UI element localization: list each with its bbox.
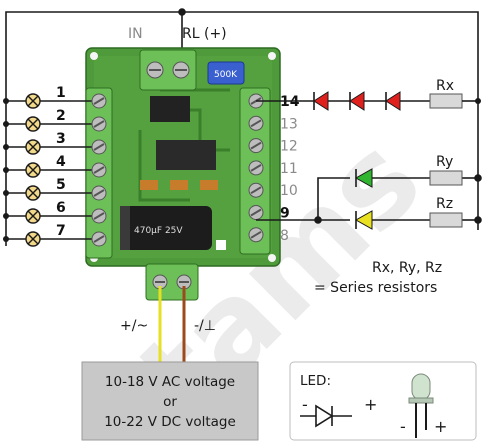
terminal-power	[145, 263, 199, 301]
power-wires	[158, 286, 186, 362]
output-row-right-12: 12	[248, 138, 298, 155]
led-legend-box	[289, 361, 477, 441]
output-row-left-1: 1	[3, 85, 107, 109]
screw-terminal	[91, 139, 107, 155]
led-red-3	[385, 91, 401, 111]
svg-text:470µF 25V: 470µF 25V	[134, 226, 183, 236]
output-label-left-3: 3	[56, 131, 66, 147]
output-label-right-12: 12	[280, 139, 298, 155]
lamp-icon	[25, 116, 41, 132]
led-schematic-icon	[315, 404, 334, 428]
minus-ground-label: -/⊥	[194, 318, 216, 334]
screw-terminal	[91, 93, 107, 109]
output-row-right-13: 13	[248, 115, 298, 132]
in-label: IN	[128, 26, 143, 42]
svg-text:500K: 500K	[214, 70, 238, 80]
screw-terminal	[91, 185, 107, 201]
lamp-icon	[25, 93, 41, 109]
left-output-group: 1 2 3 4 5 6 7	[3, 85, 107, 247]
output-label-left-4: 4	[56, 154, 66, 170]
top-common-wire	[5, 8, 479, 246]
ic-chip	[150, 96, 190, 122]
power-line3: 10-22 V DC voltage	[104, 414, 236, 430]
screw-terminal	[91, 208, 107, 224]
output-row-left-5: 5	[3, 177, 107, 201]
screw-terminal	[248, 227, 264, 243]
screw-terminal	[248, 138, 264, 154]
screw-terminal	[248, 205, 264, 220]
output-label-right-8: 8	[280, 228, 289, 244]
blue-potentiometer	[207, 61, 245, 85]
capacitor: 470µF 25V	[120, 206, 212, 250]
lamp-icon	[25, 208, 41, 224]
series-legend-line1: Rx, Ry, Rz	[372, 260, 442, 276]
led-yellow	[354, 210, 373, 230]
screw-terminal	[248, 182, 264, 198]
series-legend-line2: = Series resistors	[314, 280, 437, 296]
led-red-2	[349, 91, 365, 111]
plus-ac-label: +/~	[120, 318, 148, 334]
screw-terminal	[91, 162, 107, 178]
output-row-right-8: 8	[248, 227, 289, 244]
output-label-right-13: 13	[280, 116, 298, 132]
led-plus-label: +	[364, 395, 377, 414]
screw-terminal	[248, 115, 264, 131]
lamp-icon	[25, 162, 41, 178]
lamp-icon	[25, 139, 41, 155]
power-line2: or	[163, 394, 177, 410]
screw-terminal	[248, 160, 264, 176]
resistor-rx	[429, 93, 463, 109]
output-label-right-11: 11	[280, 161, 298, 177]
output-label-right-14: 14	[280, 94, 300, 110]
led-legend-title: LED:	[300, 373, 331, 389]
output-row-left-3: 3	[3, 131, 107, 155]
resistor-ry	[429, 170, 463, 186]
lamp-icon	[25, 185, 41, 201]
led-red-1	[313, 91, 329, 111]
output-label-left-1: 1	[56, 85, 66, 101]
power-supply-box	[81, 361, 259, 441]
output-label-right-9: 9	[280, 206, 290, 222]
ic-chip-large	[156, 140, 216, 170]
led-minus-pin-label: -	[400, 417, 406, 436]
led-chain-rx	[256, 91, 481, 111]
output-label-left-6: 6	[56, 200, 66, 216]
output-label-left-2: 2	[56, 108, 66, 124]
rx-label: Rx	[436, 78, 454, 94]
led-physical-icon	[408, 373, 434, 438]
output-label-right-10: 10	[280, 183, 298, 199]
output-row-left-7: 7	[3, 223, 107, 247]
led-green	[354, 168, 373, 188]
output-label-left-5: 5	[56, 177, 66, 193]
output-row-left-4: 4	[3, 154, 107, 178]
led-chain-ry-rz	[256, 174, 482, 224]
power-line1: 10-18 V AC voltage	[105, 374, 235, 390]
output-row-right-10: 10	[248, 182, 298, 199]
right-output-group: 14 13 12 11 10 9 8	[248, 93, 300, 244]
screw-terminal	[91, 116, 107, 132]
rl-plus-label: RL (+)	[182, 26, 227, 42]
led-plus-pin-label: +	[434, 417, 447, 436]
screw-terminal	[91, 231, 107, 247]
output-label-left-7: 7	[56, 223, 66, 239]
output-row-left-6: 6	[3, 200, 107, 224]
resistor-rz	[429, 212, 463, 228]
led-minus-label: -	[302, 395, 308, 414]
terminal-in	[139, 49, 197, 91]
rz-label: Rz	[436, 196, 453, 212]
output-row-right-11: 11	[248, 160, 298, 177]
lamp-icon	[25, 231, 41, 247]
ry-label: Ry	[436, 154, 453, 170]
output-row-left-2: 2	[3, 108, 107, 132]
